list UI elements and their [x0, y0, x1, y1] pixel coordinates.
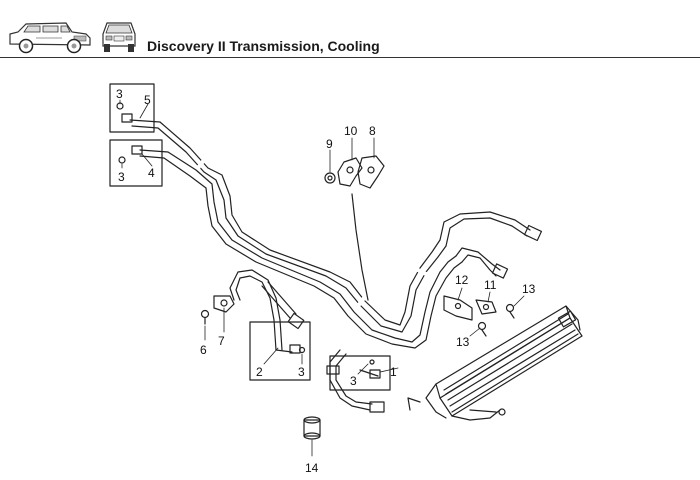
vehicle-side-view-icon — [9, 22, 91, 54]
detail-box-pipe-5 — [109, 83, 155, 133]
callout-8: 8 — [369, 124, 376, 138]
clip-7 — [213, 295, 235, 313]
grommet-14 — [303, 416, 321, 440]
callout-6: 6 — [200, 343, 207, 357]
header-divider — [0, 57, 700, 58]
callout-2: 2 — [256, 365, 263, 379]
clip-11 — [475, 299, 497, 315]
nut-9 — [324, 172, 336, 184]
callout-3-mid: 3 — [118, 170, 125, 184]
callout-9: 9 — [326, 137, 333, 151]
callout-12: 12 — [455, 273, 469, 287]
cooler-pipe-upper-right — [439, 211, 543, 247]
callout-3-top: 3 — [116, 87, 123, 101]
callout-1: 1 — [390, 365, 397, 379]
clamp-10 — [337, 157, 363, 187]
fitting-3-top — [116, 102, 133, 123]
oil-cooler — [407, 305, 583, 421]
callout-3-pipe2: 3 — [298, 365, 305, 379]
cooler-pipe-lower — [139, 149, 463, 349]
bracket-12 — [443, 295, 473, 321]
callout-13-right: 13 — [522, 282, 536, 296]
page-header: Discovery II Transmission, Cooling — [0, 0, 700, 58]
callout-3-pipe1: 3 — [350, 374, 357, 388]
bolt-13-left — [477, 321, 487, 337]
callout-4: 4 — [148, 166, 155, 180]
callout-11: 11 — [484, 278, 497, 292]
bolt-6 — [200, 309, 210, 325]
cooler-pipe-lower-right — [455, 247, 509, 279]
callout-14: 14 — [305, 461, 319, 475]
callout-13-left: 13 — [456, 335, 470, 349]
detail-box-pipe-4 — [109, 139, 163, 187]
cooler-pipe-upper — [129, 119, 447, 333]
clamp-8 — [357, 155, 385, 189]
callout-7: 7 — [218, 334, 225, 348]
guide-line — [351, 193, 369, 301]
callout-5: 5 — [144, 93, 151, 107]
vehicle-front-view-icon — [102, 22, 136, 52]
callout-10: 10 — [344, 124, 358, 138]
hose-pipe-1 — [326, 349, 385, 413]
page-title: Discovery II Transmission, Cooling — [147, 38, 380, 54]
fitting-3-mid — [118, 145, 143, 164]
flexible-hose-pipe-2 — [229, 269, 306, 354]
bolt-13-right — [505, 303, 515, 319]
